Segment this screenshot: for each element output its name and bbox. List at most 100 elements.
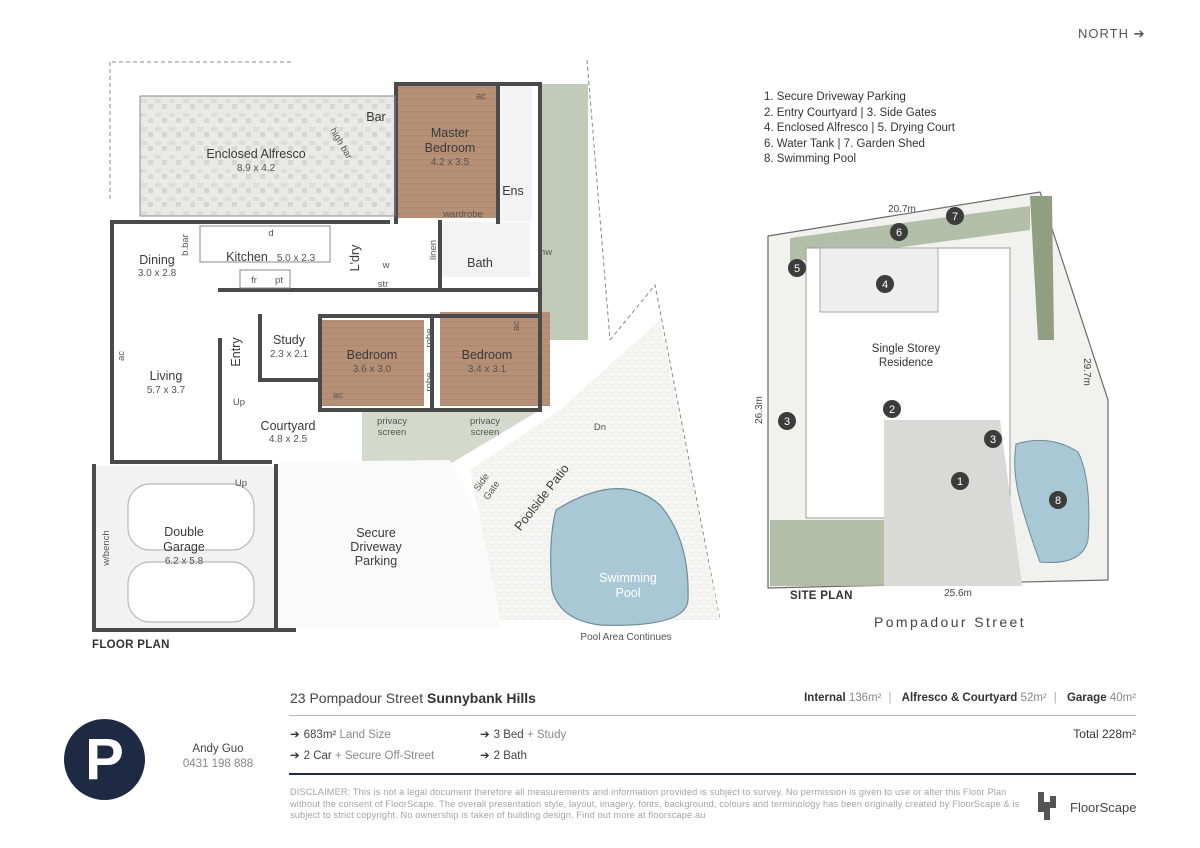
site-marker-label: 4 xyxy=(882,279,888,291)
legend-item: 8. Swimming Pool xyxy=(764,153,857,166)
feature-land: ➔683m² Land Size xyxy=(290,729,391,741)
site-plan-title: SITE PLAN xyxy=(790,590,853,602)
svg-text:fr: fr xyxy=(251,275,257,286)
bedroom-3-label: Bedroom xyxy=(462,348,513,362)
feature-bath: ➔2 Bath xyxy=(480,750,527,762)
svg-text:Dn: Dn xyxy=(594,422,606,433)
site-marker-label: 7 xyxy=(952,211,958,223)
street-name: Pompadour Street xyxy=(874,614,1027,630)
dim-bottom: 25.6m xyxy=(944,588,972,599)
svg-text:linen: linen xyxy=(428,240,439,260)
site-marker-3 xyxy=(984,430,1002,448)
bedroom-3-floor xyxy=(440,312,550,406)
floor-plan-title: FLOOR PLAN xyxy=(92,639,170,651)
driveway-label-3: Parking xyxy=(355,554,397,568)
bath-label: Bath xyxy=(467,256,493,270)
master-bedroom-floor xyxy=(398,86,498,218)
bar-label: Bar xyxy=(366,110,385,124)
courtyard-label: Courtyard xyxy=(261,419,316,433)
kitchen-label: Kitchen xyxy=(226,250,268,264)
residence-label-2: Residence xyxy=(879,357,933,369)
walls xyxy=(92,82,542,632)
bedroom-3-dim: 3.4 x 3.1 xyxy=(468,364,507,375)
arrow-icon: ➔ xyxy=(480,750,490,762)
ac-label-master: ac xyxy=(476,91,486,102)
driveway-label-1: Secure xyxy=(356,526,396,540)
ens-label: Ens xyxy=(502,184,524,198)
svg-text:robe: robe xyxy=(424,372,435,391)
pool-area-continues: Pool Area Continues xyxy=(580,632,671,643)
svg-text:pt: pt xyxy=(275,275,283,286)
legend-item: 4. Enclosed Alfresco | 5. Drying Court xyxy=(764,122,955,135)
bbar-label: b.bar xyxy=(180,234,191,256)
bedroom-2-floor xyxy=(320,320,424,406)
dim-right: 29.7m xyxy=(1081,358,1092,386)
site-marker-2 xyxy=(883,400,901,418)
arrow-icon: ➔ xyxy=(480,729,490,741)
site-marker-label: 1 xyxy=(957,476,963,488)
residence-label-1: Single Storey xyxy=(872,343,941,355)
svg-text:screen: screen xyxy=(378,427,407,438)
site-legend: 1. Secure Driveway Parking 2. Entry Cour… xyxy=(764,90,955,168)
laundry-label: L'dry xyxy=(348,244,362,271)
divider xyxy=(289,715,1136,716)
living-dim: 5.7 x 3.7 xyxy=(147,385,186,396)
disclaimer: DISCLAIMER: This is not a legal document… xyxy=(290,787,1020,821)
site-marker-label: 5 xyxy=(794,263,800,275)
feature-car: ➔2 Car + Secure Off-Street xyxy=(290,750,435,762)
site-marker-4 xyxy=(876,275,894,293)
north-indicator: NORTH ➔ xyxy=(1078,26,1146,41)
garage-dim: 6.2 x 5.8 xyxy=(165,556,204,567)
floor-plan-drawing: Enclosed Alfresco 8.9 x 4.2 Bar high bar… xyxy=(92,59,720,643)
site-marker-8 xyxy=(1049,491,1067,509)
svg-text:hw: hw xyxy=(540,247,552,258)
agent-phone: 0431 198 888 xyxy=(182,758,254,770)
bedroom-2-dim: 3.6 x 3.0 xyxy=(353,364,392,375)
area-summary: Internal 136m²| Alfresco & Courtyard 52m… xyxy=(804,692,1136,704)
svg-text:robe: robe xyxy=(424,328,435,347)
site-marker-7 xyxy=(946,207,964,225)
svg-text:d: d xyxy=(268,228,273,239)
feature-bed: ➔3 Bed + Study xyxy=(480,729,567,741)
dining-dim: 3.0 x 2.8 xyxy=(138,268,177,279)
alfresco-dim: 8.9 x 4.2 xyxy=(237,163,276,174)
master-label-1: Master xyxy=(431,126,469,140)
pool-water xyxy=(550,488,689,626)
legend-item: 2. Entry Courtyard | 3. Side Gates xyxy=(764,106,937,119)
master-dim: 4.2 x 3.5 xyxy=(431,157,470,168)
svg-text:Up: Up xyxy=(233,397,245,408)
site-marker-5 xyxy=(788,259,806,277)
entry-label: Entry xyxy=(229,337,243,367)
svg-text:ac: ac xyxy=(511,321,522,331)
svg-text:screen: screen xyxy=(471,427,500,438)
alfresco-label: Enclosed Alfresco xyxy=(206,147,305,161)
arrow-icon: ➔ xyxy=(290,729,300,741)
svg-text:ac: ac xyxy=(333,390,343,401)
dim-left: 26.3m xyxy=(754,396,765,424)
site-marker-1 xyxy=(951,472,969,490)
garage-label-2: Garage xyxy=(163,540,205,554)
arrow-icon: ➔ xyxy=(290,750,300,762)
svg-text:privacy: privacy xyxy=(377,416,407,427)
study-dim: 2.3 x 2.1 xyxy=(270,349,309,360)
lawn xyxy=(540,84,588,340)
master-label-2: Bedroom xyxy=(425,141,476,155)
pool-label-2: Pool xyxy=(615,586,640,600)
site-marker-label: 3 xyxy=(990,434,996,446)
brand-name: FloorScape xyxy=(1070,800,1137,815)
floorscape-logo-icon xyxy=(1038,792,1056,820)
garage-label-1: Double xyxy=(164,525,204,539)
agent-contact: Andy Guo 0431 198 888 xyxy=(170,742,266,772)
alfresco-floor xyxy=(140,96,395,216)
svg-text:str: str xyxy=(378,279,389,290)
agency-logo: P xyxy=(64,719,145,800)
agent-name: Andy Guo xyxy=(192,743,244,755)
pool-label-1: Swimming xyxy=(599,571,657,585)
total-area: Total 228m² xyxy=(1073,727,1136,741)
site-marker-label: 3 xyxy=(784,416,790,428)
legend-item: 6. Water Tank | 7. Garden Shed xyxy=(764,137,925,150)
living-label: Living xyxy=(150,369,183,383)
site-marker-6 xyxy=(890,223,908,241)
svg-text:w: w xyxy=(382,260,390,271)
